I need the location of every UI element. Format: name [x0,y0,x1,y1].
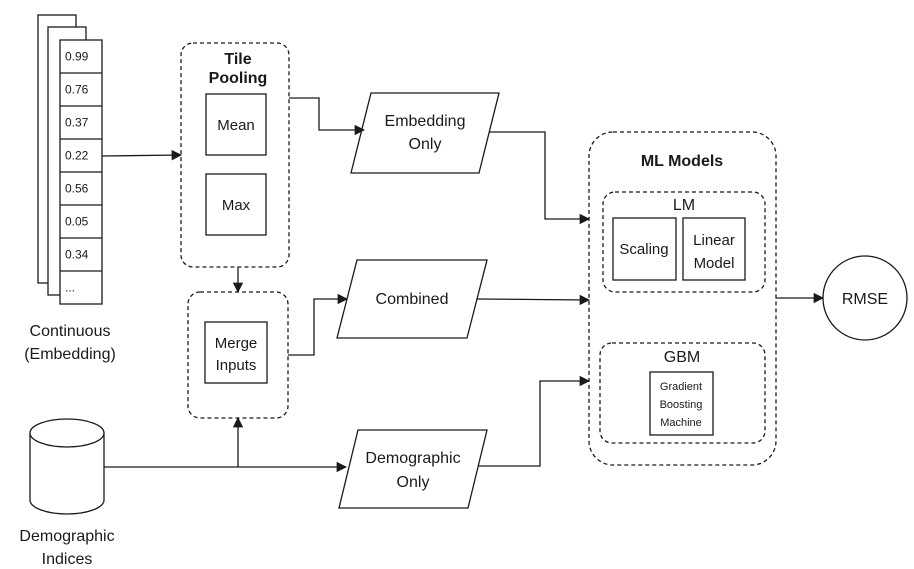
embedding-cell-value: 0.37 [65,116,89,130]
lm-title: LM [673,197,695,214]
merge-label-line2: Inputs [216,357,257,374]
database-label-line1: Demographic [19,528,114,545]
max-box [205,173,267,236]
mean-box [205,93,267,156]
embedding-cell-value: 0.99 [65,50,89,64]
demographic-only-dataset [338,429,488,509]
embedding-cell-value: 0.76 [65,83,89,97]
arrow-embedding-to-tile-pooling [101,149,183,161]
ml-models-title: ML Models [641,153,723,170]
gbm-label-line1: Gradient [660,381,702,393]
gbm-box [649,371,714,436]
combined-label: Combined [376,291,449,308]
linear-model-box [682,217,746,281]
max-label: Max [222,197,251,214]
combined-dataset [336,259,488,339]
scaling-label: Scaling [619,241,668,258]
gbm-label-line3: Machine [660,417,702,429]
gbm-label-line2: Boosting [660,399,703,411]
tile-pooling-title-line2: Pooling [209,70,268,87]
demographic-only-label-line2: Only [397,474,430,491]
embedding-only-label-line1: Embedding [385,113,466,130]
mean-label: Mean [217,117,255,134]
linear-model-label-line2: Model [694,255,735,272]
embedding-cell-value: 0.56 [65,182,89,196]
linear-model-label-line1: Linear [693,232,735,249]
rmse-label: RMSE [842,291,888,308]
database-label-line2: Indices [42,551,93,568]
embedding-cell-value: 0.05 [65,215,89,229]
embedding-cells: 0.99 0.76 0.37 0.22 0.56 0.05 0.34... [60,50,102,295]
merge-label-line1: Merge [215,335,258,352]
embedding-cell-value: 0.34 [65,248,89,262]
embedding-cell-value: 0.22 [65,149,89,163]
arrow-merge-to-combined [288,293,349,356]
arrow-demographic-only-to-models [478,375,591,467]
merge-inputs-box [204,321,268,384]
gbm-title: GBM [664,349,700,366]
arrow-pooling-to-embedding-only [289,97,366,136]
embedding-cell-value: ... [65,281,75,295]
scaling-box [612,217,677,281]
embedding-only-label-line2: Only [409,136,442,153]
embedding-label-line1: Continuous [30,323,111,340]
tile-pooling-title-line1: Tile [224,51,251,68]
demographic-only-label-line1: Demographic [365,450,460,467]
embedding-only-dataset [350,92,500,174]
arrow-embedding-only-to-models [489,131,591,225]
database-icon [29,418,105,515]
embedding-label-line2: (Embedding) [24,346,116,363]
embedding-table: 0.99 0.76 0.37 0.22 0.56 0.05 0.34... [37,14,103,305]
arrow-combined-to-models [476,294,591,306]
